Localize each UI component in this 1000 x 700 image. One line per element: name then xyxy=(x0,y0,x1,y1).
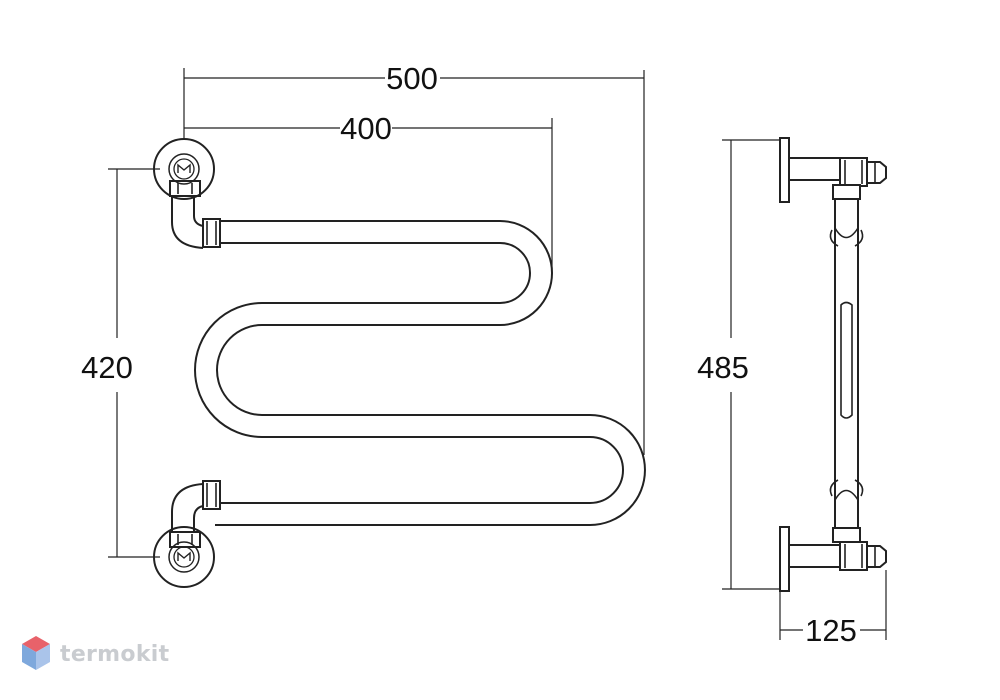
side-view xyxy=(779,137,887,592)
valve-m-icon xyxy=(177,163,191,173)
top-valve xyxy=(839,157,868,187)
bottom-valve xyxy=(839,541,868,571)
serpentine-pipe xyxy=(194,220,646,526)
bottom-wall-plate xyxy=(779,526,790,592)
dimension-pipe-width: 400 xyxy=(340,111,392,146)
brand-watermark: termokit xyxy=(20,632,169,676)
bottom-wall-flange xyxy=(153,526,215,588)
cube-logo-icon xyxy=(22,636,50,670)
front-view xyxy=(153,138,646,588)
brand-name: termokit xyxy=(60,641,170,667)
dimension-depth: 125 xyxy=(805,613,857,648)
valve-m-icon xyxy=(177,551,191,561)
top-wall-plate xyxy=(779,137,790,203)
dimension-center-height: 420 xyxy=(81,350,133,385)
dimension-overall-width: 500 xyxy=(386,61,438,96)
front-dimension-lines xyxy=(108,68,645,558)
side-dimension-lines xyxy=(722,139,887,640)
top-elbow xyxy=(169,180,221,249)
dimension-total-height: 485 xyxy=(697,350,749,385)
bottom-elbow xyxy=(169,480,221,548)
